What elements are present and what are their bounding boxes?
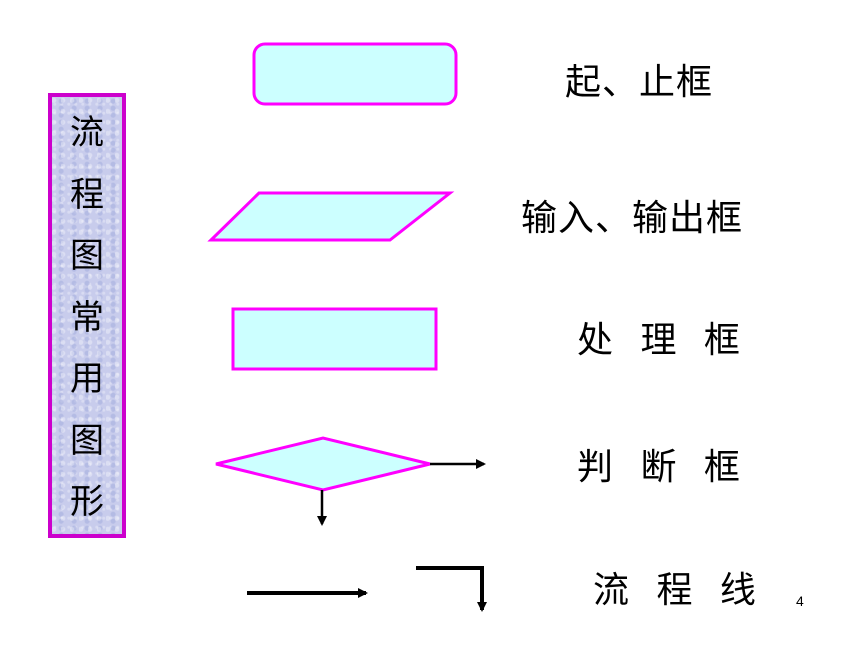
io-shape [207, 191, 455, 242]
flowline-label: 流 程 线 [593, 570, 764, 611]
title-text: 流 程 图 常 用 图 形 [52, 103, 122, 534]
title-box: 流 程 图 常 用 图 形 [48, 93, 126, 538]
title-char: 流 [70, 113, 104, 153]
title-char: 图 [70, 420, 104, 461]
terminal-label: 起、止框 [565, 62, 714, 103]
process-shape [231, 307, 438, 371]
page-number: 4 [796, 593, 804, 609]
title-char: 常 [70, 297, 104, 338]
title-char: 形 [70, 482, 104, 522]
process-label: 处 理 框 [577, 320, 748, 361]
title-char: 用 [70, 359, 104, 399]
title-char: 程 [70, 174, 104, 215]
terminal-shape [252, 42, 458, 106]
title-char: 图 [70, 236, 104, 276]
flowline-bent-arrow [416, 566, 487, 612]
io-label: 输入、输出框 [521, 198, 744, 239]
decision-label: 判 断 框 [577, 447, 748, 488]
decision-shape [215, 436, 431, 492]
